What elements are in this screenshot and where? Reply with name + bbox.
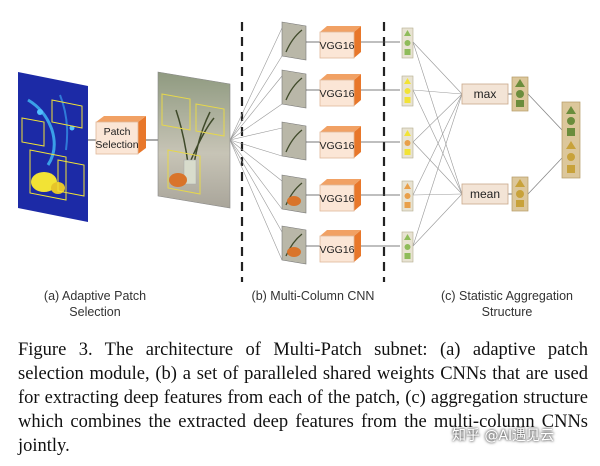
feature-columns bbox=[401, 27, 414, 263]
patch-thumbnail bbox=[281, 174, 307, 214]
patch-selection-module: Patch Selection bbox=[95, 116, 146, 155]
fan-line bbox=[229, 139, 283, 210]
vgg16-block: VGG16 bbox=[319, 126, 361, 159]
saliency-map bbox=[18, 72, 88, 222]
vgg16-label: VGG16 bbox=[319, 40, 354, 52]
mesh-line bbox=[412, 89, 463, 195]
patch-selection-label-line2: Selection bbox=[95, 139, 138, 151]
vgg16-block: VGG16 bbox=[319, 74, 361, 107]
feature-vector bbox=[401, 127, 414, 159]
feature-vector bbox=[401, 27, 414, 59]
vgg16-label: VGG16 bbox=[319, 193, 354, 205]
mean-operator-label: mean bbox=[470, 187, 500, 201]
vgg16-label: VGG16 bbox=[319, 244, 354, 256]
fan-line bbox=[229, 27, 283, 141]
fan-line bbox=[229, 139, 283, 182]
figure-caption: Figure 3. The architecture of Multi-Patc… bbox=[18, 340, 588, 456]
feature-vector bbox=[401, 75, 414, 107]
mesh-line bbox=[412, 93, 463, 247]
feature-vector bbox=[401, 180, 414, 212]
fan-line bbox=[229, 127, 283, 141]
panel-b-label: (b) Multi-Column CNN bbox=[252, 289, 375, 303]
watermark: 知乎 @AI遇见云 bbox=[452, 428, 555, 444]
panel-c-label-line1: (c) Statistic Aggregation bbox=[441, 289, 573, 303]
mesh-line bbox=[412, 89, 463, 95]
input-photo bbox=[157, 71, 231, 209]
architecture-diagram: Patch Selection (a) Adaptive Patch Selec… bbox=[18, 21, 581, 319]
max-operator: max bbox=[461, 83, 509, 105]
mesh-line bbox=[412, 193, 463, 196]
panel-c-label-line2: Structure bbox=[482, 305, 533, 319]
max-output-stack bbox=[511, 76, 529, 112]
mean-operator: mean bbox=[461, 183, 509, 205]
patch-thumbnails bbox=[281, 21, 307, 265]
max-operator-label: max bbox=[474, 87, 497, 101]
panel-a-label-line1: (a) Adaptive Patch bbox=[44, 289, 146, 303]
aggregation-mesh-lines bbox=[412, 41, 512, 247]
fan-line bbox=[229, 55, 283, 141]
mesh-line bbox=[412, 141, 463, 195]
patch-thumbnail bbox=[281, 21, 307, 61]
mesh-line bbox=[412, 93, 463, 196]
feature-vector bbox=[401, 231, 414, 263]
vgg16-block: VGG16 bbox=[319, 230, 361, 263]
fan-line bbox=[229, 75, 283, 141]
patch-thumbnail bbox=[281, 69, 307, 109]
merge-lines bbox=[527, 93, 563, 195]
fan-out-lines bbox=[229, 27, 283, 261]
vgg16-label: VGG16 bbox=[319, 88, 354, 100]
final-feature-stack bbox=[561, 101, 581, 179]
mesh-line bbox=[412, 193, 463, 247]
vgg16-label: VGG16 bbox=[319, 140, 354, 152]
mean-output-stack bbox=[511, 176, 529, 212]
patch-thumbnail bbox=[281, 121, 307, 161]
panel-a-label-line2: Selection bbox=[69, 305, 120, 319]
fan-line bbox=[229, 103, 283, 141]
vgg16-block: VGG16 bbox=[319, 179, 361, 212]
mesh-line bbox=[412, 41, 463, 95]
vgg16-block: VGG16 bbox=[319, 26, 361, 59]
patch-thumbnail bbox=[281, 225, 307, 265]
fan-line bbox=[229, 139, 283, 261]
patch-selection-label-line1: Patch bbox=[104, 126, 131, 138]
mesh-line bbox=[412, 93, 463, 143]
fan-line bbox=[229, 139, 283, 157]
fan-line bbox=[229, 139, 283, 233]
